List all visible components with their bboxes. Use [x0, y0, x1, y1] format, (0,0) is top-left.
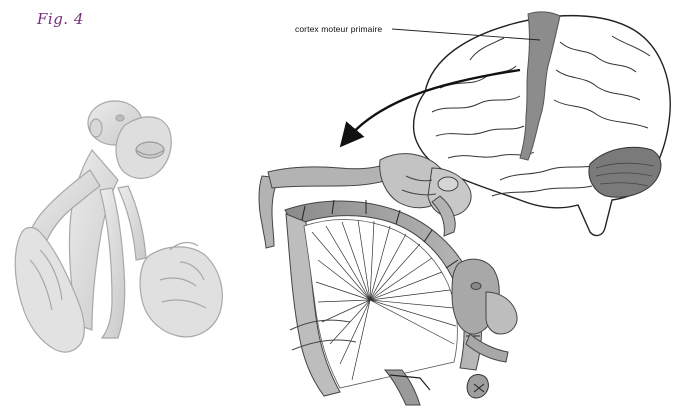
motor-map-throat: [467, 375, 488, 398]
motor-map-face: [452, 259, 517, 362]
homunculus-figure: [15, 101, 222, 352]
